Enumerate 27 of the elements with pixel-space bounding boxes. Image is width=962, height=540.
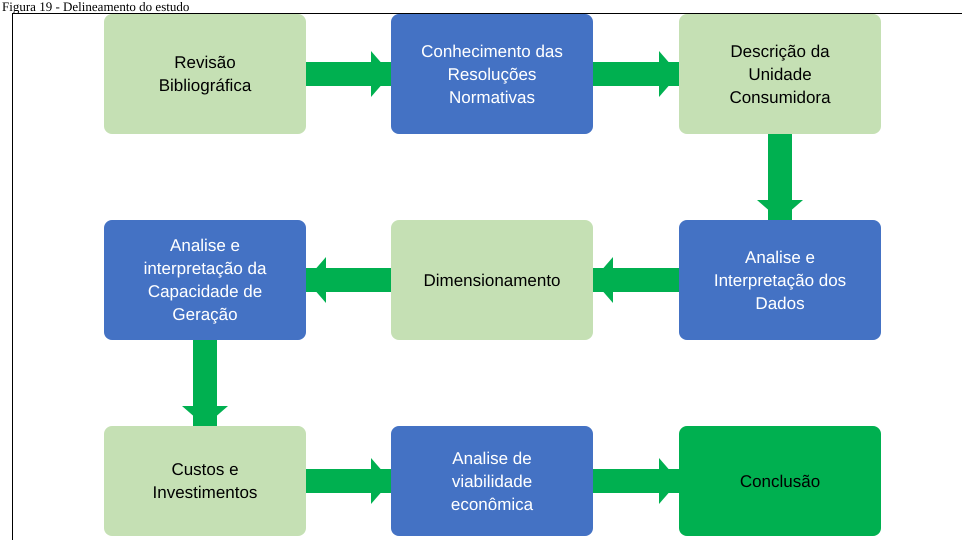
box-label: Custos e Investimentos [152, 459, 258, 504]
block-arrow [306, 51, 391, 97]
process-box [391, 426, 593, 536]
box-label: Descrição da Unidade Consumidora [728, 40, 832, 108]
block-arrow [593, 51, 679, 97]
block-arrow [306, 458, 391, 504]
block-arrow [593, 458, 679, 504]
process-box [679, 14, 881, 134]
block-arrow [306, 257, 391, 303]
process-box [104, 14, 306, 134]
box-label: Dimensionamento [423, 270, 560, 292]
box-label: Analise de viabilidade econômica [450, 448, 534, 516]
process-box [104, 220, 306, 340]
box-label: Analise e Interpretação dos Dados [712, 246, 848, 314]
block-arrow [593, 257, 679, 303]
process-box [391, 220, 593, 340]
block-arrow [182, 340, 228, 426]
figure-title: Figura 19 - Delineamento do estudo [2, 0, 190, 13]
box-label: Analise e interpretação da Capacidade de Geração [142, 235, 268, 326]
process-box [679, 426, 881, 536]
process-box [104, 426, 306, 536]
process-box [391, 14, 593, 134]
box-label: Conhecimento das Resoluções Normativas [420, 40, 564, 108]
box-label: Conclusão [740, 470, 820, 492]
box-label: Revisão Bibliográfica [158, 52, 252, 97]
block-arrow [757, 134, 803, 220]
process-box [679, 220, 881, 340]
